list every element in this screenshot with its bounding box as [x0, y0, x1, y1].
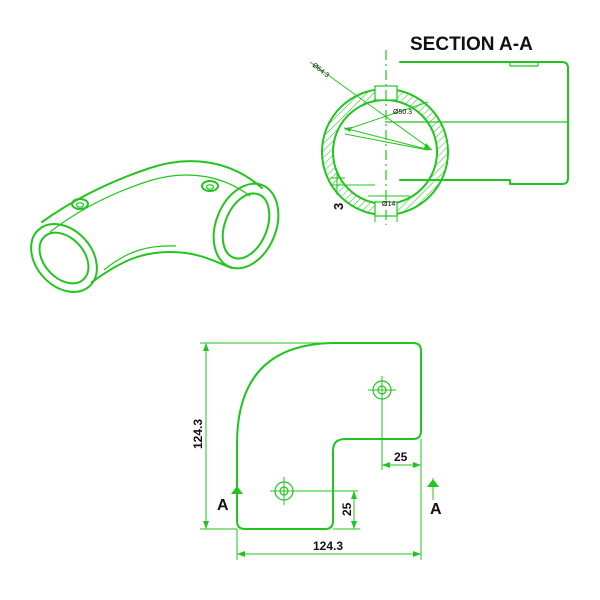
- section-outer-diameter-label: Ø64.3: [311, 62, 330, 79]
- width-arrow-right: [413, 551, 421, 557]
- height-dim-label: 124.3: [191, 419, 205, 449]
- offset-bottom-label: 25: [340, 502, 354, 516]
- isometric-view: [30, 160, 280, 293]
- iso-right-opening-inner: [221, 192, 271, 260]
- section-inner-diameter-label: Ø50.3: [393, 109, 412, 116]
- iso-hole-right: [201, 180, 219, 192]
- section-cross-line-1: [344, 101, 429, 131]
- offset-right-arrow-left: [382, 462, 390, 468]
- wall-dim-label: 3: [331, 203, 346, 210]
- section-marker-left: A: [217, 497, 229, 514]
- section-marker-left-arrow: [231, 486, 243, 494]
- offset-right-arrow-right: [413, 462, 421, 468]
- height-arrow-bottom: [203, 521, 209, 529]
- section-cross-line-2: [344, 133, 429, 151]
- width-dim-label: 124.3: [313, 539, 343, 553]
- offset-bottom-arrow-bottom: [351, 521, 357, 529]
- section-outer-diameter-line: [309, 61, 433, 151]
- offset-right-label: 25: [394, 450, 408, 464]
- height-arrow-top: [203, 343, 209, 351]
- plan-view: 124.3 124.3 25 25 A A: [191, 342, 442, 560]
- iso-body-mid: [49, 174, 251, 233]
- iso-left-opening-inner: [38, 231, 90, 285]
- offset-bottom-arrow-top: [351, 491, 357, 499]
- iso-hole-right-inner: [205, 184, 215, 190]
- section-inner-diameter-line: [343, 127, 431, 151]
- iso-body-bottom: [91, 251, 233, 283]
- iso-body-inner-curve: [103, 245, 177, 271]
- section-tube-body: [399, 61, 569, 185]
- section-marker-right-arrow: [427, 479, 439, 487]
- section-arrow-1: [424, 143, 432, 150]
- section-tube-step-top: [509, 62, 539, 67]
- section-marker-right: A: [430, 501, 442, 518]
- plan-elbow-outline: [236, 342, 422, 530]
- hole-dim-label: Ø14: [382, 201, 395, 208]
- iso-hole-left-inner: [75, 202, 85, 208]
- iso-hole-left: [71, 198, 89, 210]
- iso-left-opening-outer: [30, 223, 98, 293]
- section-title: SECTION A-A: [410, 34, 533, 55]
- width-arrow-left: [237, 551, 245, 557]
- section-view: SECTION A-A Ø64.3 Ø50.3 3 Ø14: [309, 34, 569, 225]
- section-arrow-2: [344, 127, 352, 132]
